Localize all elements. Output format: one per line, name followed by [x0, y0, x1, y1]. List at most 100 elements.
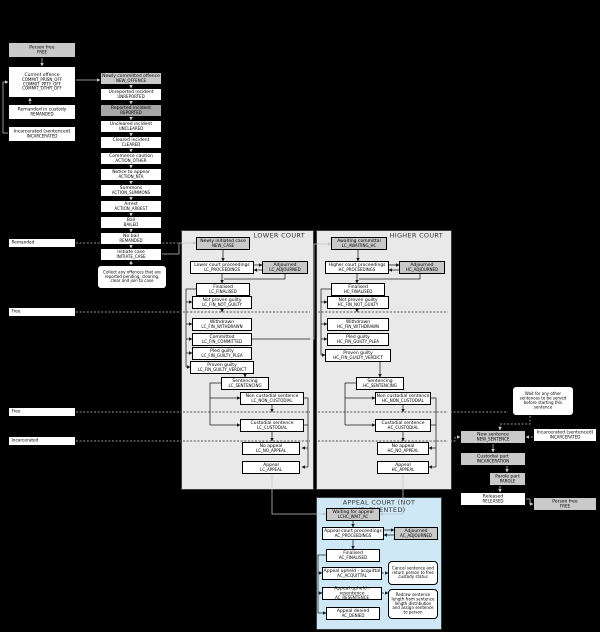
node-label: Not proven guilty [338, 297, 378, 303]
lane-free-lower-label: Free [11, 409, 21, 415]
node-code: LC_NON_CUSTODIAL [251, 398, 293, 403]
node-label: Released [482, 493, 504, 499]
node-label: Pled guilty [346, 334, 370, 340]
node-code: HC_APPEAL [391, 467, 415, 472]
node-label: Adjourned [404, 528, 428, 534]
node-label: Lower court proceedings [194, 262, 250, 268]
node-code: LC_FINALISED [209, 289, 237, 294]
incarcerated-top-node: Incarcerated (sentenced)INCARCERATED [8, 126, 76, 142]
node-code: COMMIT_PRISN_OFF COMMIT_PPTY_OFF COMMIT_… [21, 77, 63, 91]
node-code: AC_DENIED [341, 613, 365, 618]
node-code: HC_FIN_NOT_GUILTY [337, 302, 379, 307]
node-label: Proven guilty [207, 362, 237, 368]
node-code: REMANDED [119, 238, 143, 243]
lane-free-upper: Free [8, 307, 76, 317]
node-code: HC_FIN_WITHDRAWN [336, 324, 380, 329]
note-text: Collect any offences that are reported p… [103, 269, 161, 284]
node-code: AC_PROCEEDINGS [334, 533, 372, 538]
note-text: Redraw sentence length from sentence len… [391, 592, 435, 615]
lane-incarcerated-label: Incarcerated [11, 438, 39, 444]
lower-court-title: LOWER COURT [253, 232, 305, 240]
node-label: Finalised [213, 284, 233, 290]
node-code: HC_PROCEEDINGS [338, 267, 376, 272]
node-code: PAROLE [499, 478, 516, 484]
higher-court-title: HIGHER COURT [389, 232, 443, 240]
node-code: LC_AWAITING_HC [341, 243, 377, 248]
node-code: HC_NO_APPEAL [387, 448, 419, 453]
node-code: REPORTED [120, 110, 142, 115]
node-label: Bail [126, 217, 136, 223]
note-text: Cancel sentence and return person to fre… [392, 565, 434, 580]
node-code: HC_FIN_GUILTY_VERDICT [333, 355, 383, 360]
node-code: LC_FIN_GUILTY_PLEA [201, 353, 243, 358]
note-text: Wait for any other sentences to be serve… [519, 391, 567, 410]
node-code: UNREPORTED [117, 94, 145, 99]
edge [320, 288, 331, 355]
node-label: Newly initiated case [200, 238, 246, 244]
node-label: Initiate case [117, 249, 145, 255]
node-code: HC_SENTENCING [363, 383, 397, 388]
node-code: HC_FINALISED [343, 289, 373, 294]
node-label: Commence caution [109, 153, 153, 159]
edge [162, 241, 197, 255]
node-label: Parole part [495, 473, 520, 479]
node-label: Non custodial sentence [245, 393, 299, 399]
node-code: HC_FIN_GUILTY_PLEA [337, 339, 379, 344]
node-code: HC_CUSTODIAL [387, 425, 419, 430]
node-code: CLEARED [121, 142, 141, 147]
node-code: LC_CUSTODIAL [256, 425, 288, 430]
node-label: Finalised [348, 284, 368, 290]
ac-note-redraw: Redraw sentence length from sentence len… [388, 589, 438, 619]
edge [359, 274, 421, 280]
ac-note-cancel: Cancel sentence and return person to fre… [388, 561, 438, 585]
node-code: ACTION_OTHER [115, 158, 147, 163]
incarcerated-right-node: Incarcerated (sentenced)INCARCERATED [533, 428, 597, 442]
node-label: Not proven guilty [202, 297, 242, 303]
node-code: NEW_OFFENCE [115, 78, 147, 83]
node-label: Appeal upheld - resentence [334, 586, 370, 596]
node-label: Custodial sentence [250, 420, 294, 426]
node-code: INCARCERATED [549, 434, 581, 440]
lane-remanded-label: Remanded [11, 240, 35, 246]
node-code: LC_FIN_COMMITTED [202, 339, 242, 344]
lane-remanded: Remanded [8, 238, 76, 248]
node-code: FREE [36, 49, 48, 55]
node-code: LC_SENTENCING [228, 383, 262, 388]
edge [185, 288, 196, 367]
edge [344, 382, 356, 425]
node-label: Adjourned [410, 262, 434, 268]
node-code: AC_ACQUITTAL [337, 573, 367, 578]
node-code: LCHC_WAIT_AC [337, 514, 369, 519]
node-label: Person free [552, 498, 578, 504]
node-label: New sentence [477, 431, 509, 437]
edge [450, 435, 461, 442]
node-code: LC_APPEAL [259, 467, 283, 472]
node-label: Adjourned [273, 262, 297, 268]
lane-free-lower: Free [8, 407, 76, 417]
edge [304, 397, 309, 467]
